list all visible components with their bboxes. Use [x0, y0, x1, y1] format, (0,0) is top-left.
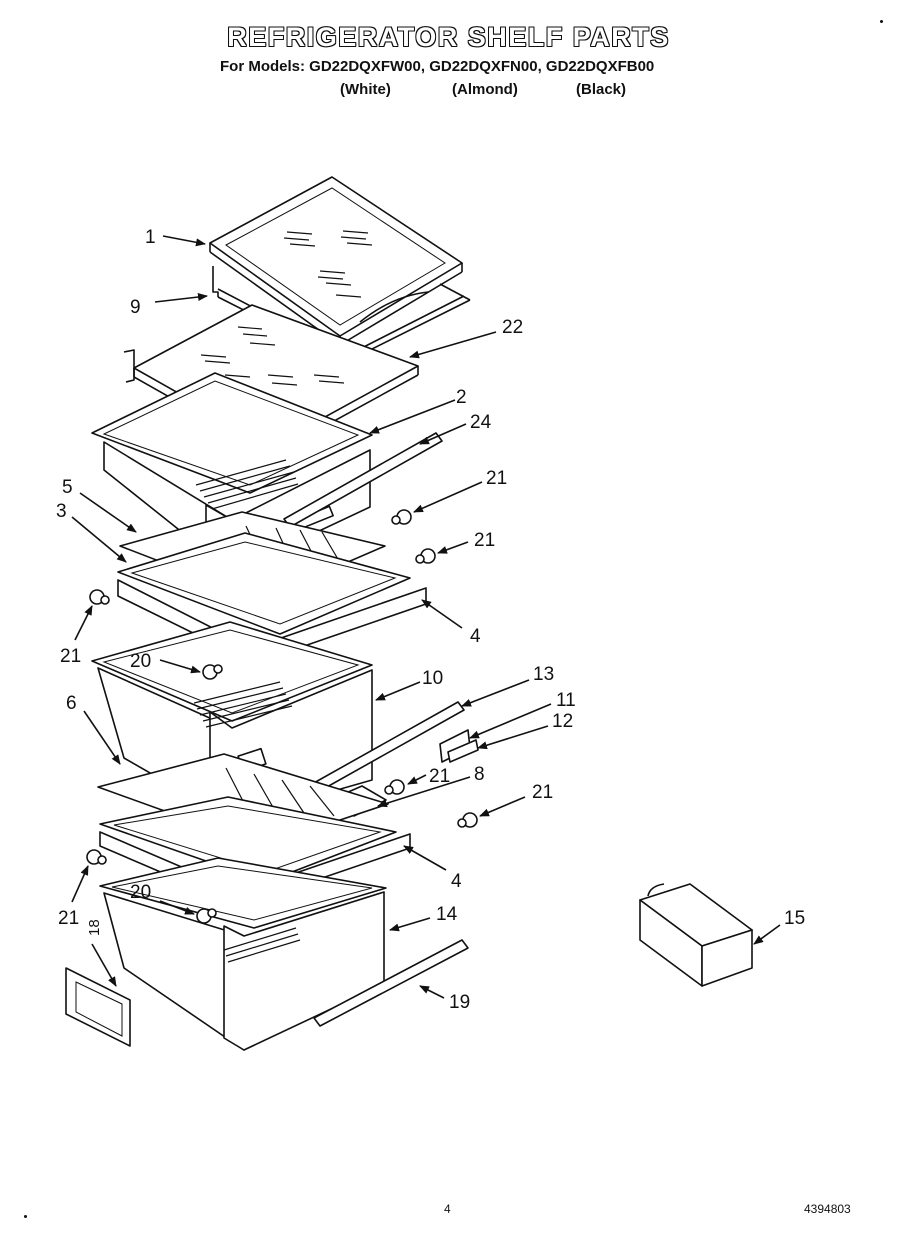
fastener-20-b: [196, 908, 217, 924]
fastener-21-d: [384, 779, 405, 795]
part-15-bin: [639, 883, 753, 987]
fastener-21-b: [415, 548, 436, 564]
corner-mark-top: [880, 20, 883, 23]
leader-lines: [71, 235, 781, 999]
callout-6: 6: [66, 693, 77, 714]
callout-21-b: 21: [474, 530, 495, 551]
callout-14: 14: [436, 904, 458, 925]
fastener-21-f: [86, 849, 107, 865]
page-title: REFRIGERATOR SHELF PARTS: [227, 22, 670, 52]
callout-21-d: 21: [429, 766, 450, 787]
callout-21-a: 21: [486, 468, 507, 489]
callout-21-e: 21: [532, 782, 553, 803]
part-12-control-slide: [447, 739, 479, 763]
callout-10: 10: [422, 668, 443, 689]
page-number: 4: [444, 1202, 451, 1216]
part-18-label: [65, 967, 131, 1047]
part-19-trim: [313, 939, 469, 1027]
fastener-21-e: [457, 812, 478, 828]
callout-2: 2: [456, 387, 467, 408]
callout-11: 11: [556, 690, 576, 711]
callout-12: 12: [552, 711, 573, 732]
models-line: For Models: GD22DQXFW00, GD22DQXFN00, GD…: [220, 58, 655, 75]
callout-24: 24: [470, 412, 492, 433]
fastener-21-a: [391, 509, 412, 525]
part-14-crisper-drawer: [99, 857, 387, 1051]
document-number: 4394803: [804, 1202, 851, 1216]
callout-9: 9: [130, 297, 141, 318]
callout-18: 18: [86, 919, 103, 936]
callout-8: 8: [474, 764, 485, 785]
callout-15: 15: [784, 908, 805, 929]
variant-black: (Black): [576, 81, 627, 98]
variant-white: (White): [340, 81, 391, 98]
callout-13: 13: [533, 664, 554, 685]
callout-3: 3: [56, 501, 67, 522]
callout-21-f: 21: [58, 908, 79, 929]
callout-21-c: 21: [60, 646, 81, 667]
fastener-20-a: [202, 664, 223, 680]
fastener-21-c: [89, 589, 110, 605]
corner-mark-bottom: [24, 1215, 27, 1218]
callout-4-b: 4: [451, 871, 462, 892]
callout-20-a: 20: [130, 651, 151, 672]
callout-5: 5: [62, 477, 73, 498]
callout-20-b: 20: [130, 882, 151, 903]
callout-4-a: 4: [470, 626, 481, 647]
callout-19: 19: [449, 992, 470, 1013]
callout-22: 22: [502, 317, 523, 338]
variant-almond: (Almond): [452, 81, 518, 98]
callout-1: 1: [145, 227, 156, 248]
